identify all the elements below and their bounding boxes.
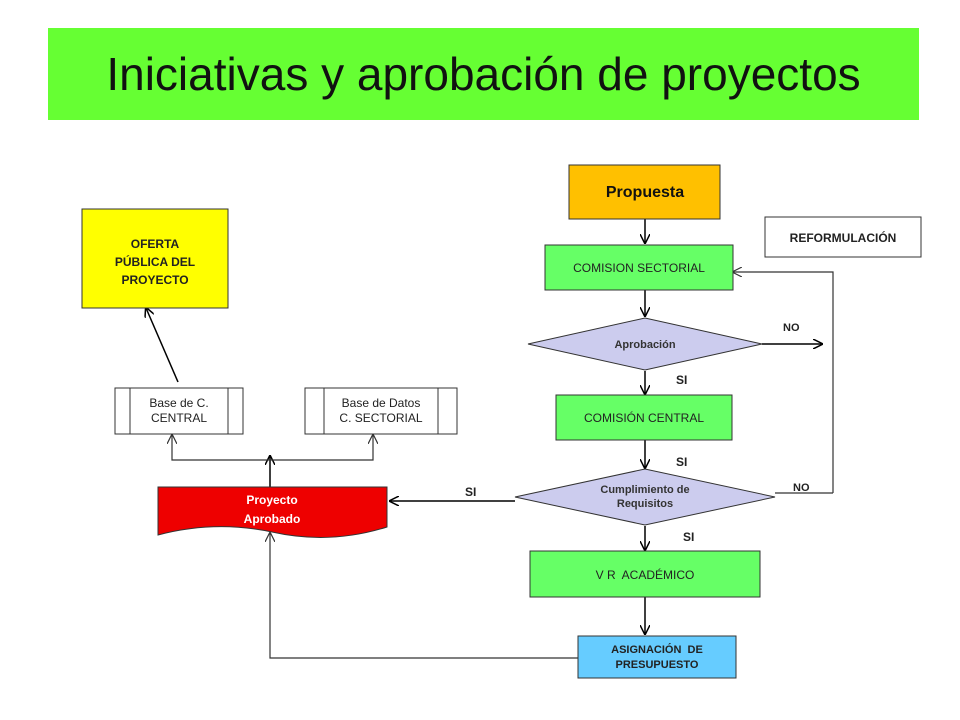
comision-sectorial-node: COMISION SECTORIAL [544,244,734,291]
asignacion-label-line1: ASIGNACIÓN DE [611,643,703,656]
cumplimiento-label-line1: Cumplimiento de [600,484,689,496]
label-si-central: SI [676,455,687,469]
connectors [146,219,822,634]
title-banner: Iniciativas y aprobación de proyectos [48,28,919,120]
aprobacion-label: Aprobación [614,339,675,351]
proyecto-label-line2: Aprobado [244,512,301,526]
page-title: Iniciativas y aprobación de proyectos [106,48,861,100]
cumplimiento-decision: Cumplimiento de Requisitos [514,468,776,526]
label-si-aprobacion: SI [676,373,687,387]
label-no-aprobacion: NO [783,322,800,334]
label-si-cumplimiento-left: SI [465,485,476,499]
edge-labels: NO SI SI NO SI SI [465,322,810,544]
no-return-to-sectorial [733,272,834,493]
oferta-label-line3: PROYECTO [121,273,188,287]
comision-central-node: COMISIÓN CENTRAL [555,394,733,441]
oferta-publica-node: OFERTA PÚBLICA DEL PROYECTO [81,208,229,309]
reformulacion-label: REFORMULACIÓN [790,230,897,245]
base-sectorial-label-line1: Base de Datos [342,396,421,410]
asignacion-node: ASIGNACIÓN DE PRESUPUESTO [577,635,737,679]
base-sectorial-label-line2: C. SECTORIAL [339,411,422,425]
proyecto-label-line1: Proyecto [246,493,297,507]
label-no-cumplimiento: NO [793,482,810,494]
asignacion-label-line2: PRESUPUESTO [616,659,699,671]
vr-academico-node: V R ACADÉMICO [529,550,761,598]
propuesta-label: Propuesta [606,184,684,201]
base-central-label-line2: CENTRAL [151,411,207,425]
branch-to-base-sectorial [270,435,373,461]
cumplimiento-label-line2: Requisitos [617,498,673,510]
vr-academico-label: V R ACADÉMICO [596,567,695,582]
branch-to-base-central [172,435,270,461]
base-central-node: Base de C. CENTRAL [114,387,244,435]
oferta-label-line2: PÚBLICA DEL [115,254,195,269]
oferta-label-line1: OFERTA [131,237,180,251]
thin-connectors [172,272,834,659]
reformulacion-node: REFORMULACIÓN [764,216,922,258]
comision-central-label: COMISIÓN CENTRAL [584,410,704,425]
aprobacion-decision: Aprobación [527,317,763,371]
base-sectorial-node: Base de Datos C. SECTORIAL [304,387,458,435]
arrow-oferta-link [146,308,179,383]
propuesta-node: Propuesta [568,164,721,220]
proyecto-aprobado-node: Proyecto Aprobado [157,486,388,538]
label-si-cumplimiento-down: SI [683,530,694,544]
comision-sectorial-label: COMISION SECTORIAL [573,261,705,275]
asignacion-to-proyecto [270,533,578,659]
base-central-label-line1: Base de C. [149,396,208,410]
